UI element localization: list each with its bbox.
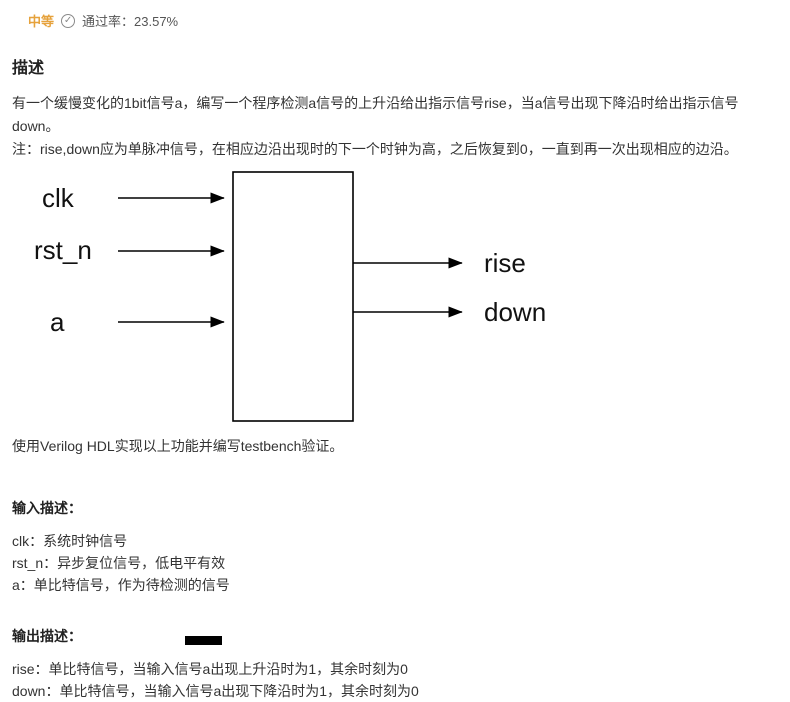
output-section-title: 输出描述： (12, 628, 82, 644)
problem-meta-row: 中等 ✓ 通过率：23.57% (12, 8, 776, 30)
module-block-diagram: clk rst_n a rise down (34, 171, 546, 422)
checkmark-circle-icon: ✓ (61, 13, 76, 28)
verilog-note: 使用Verilog HDL实现以上功能并编写testbench验证。 (12, 438, 344, 454)
description-paragraph-2: 注：rise,down应为单脉冲信号，在相应边沿出现时的下一个时钟为高，之后恢复… (12, 141, 738, 157)
down-label: down (484, 297, 546, 327)
clk-label: clk (42, 183, 75, 213)
rise-label: rise (484, 248, 526, 278)
a-label: a (50, 307, 65, 337)
rst-n-label: rst_n (34, 235, 92, 265)
description-title: 描述 (12, 60, 45, 77)
input-line-clk: clk：系统时钟信号 (12, 533, 128, 549)
output-line-down: down：单比特信号，当输入信号a出现下降沿时为1，其余时刻为0 (12, 683, 419, 699)
input-line-rst-n: rst_n：异步复位信号，低电平有效 (12, 555, 226, 571)
description-paragraph-1: 有一个缓慢变化的1bit信号a，编写一个程序检测a信号的上升沿给出指示信号ris… (12, 95, 739, 134)
truncated-black-block (185, 636, 222, 645)
output-line-rise: rise：单比特信号，当输入信号a出现上升沿时为1，其余时刻为0 (12, 661, 408, 677)
input-section-title: 输入描述： (12, 500, 82, 516)
input-line-a: a：单比特信号，作为待检测的信号 (12, 577, 230, 593)
pass-rate-text: 通过率：23.57% (82, 14, 179, 29)
difficulty-badge: 中等 (28, 14, 55, 29)
module-box (232, 171, 354, 422)
